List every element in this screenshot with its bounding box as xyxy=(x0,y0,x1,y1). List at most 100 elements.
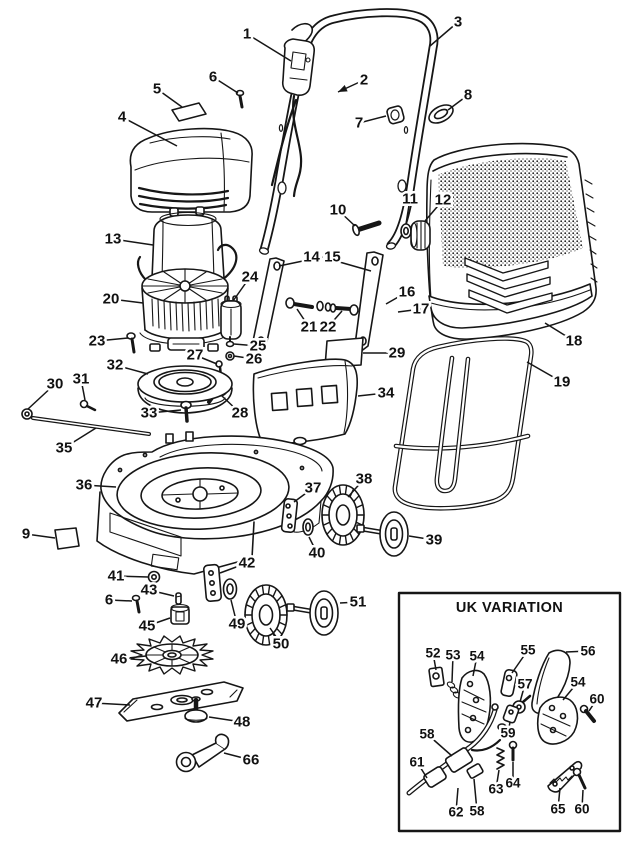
leader-line-56-55 xyxy=(565,650,589,653)
part-number-10-9: 10 xyxy=(330,202,347,219)
part-number-45-43: 45 xyxy=(139,618,156,635)
leader-line-12-11 xyxy=(424,199,444,222)
part-number-58-63: 58 xyxy=(469,804,485,819)
leader-arrow-2 xyxy=(338,85,348,92)
part-number-34-32: 34 xyxy=(378,385,395,402)
leader-line-22-20 xyxy=(327,310,343,328)
leader-line-9-8 xyxy=(25,533,56,539)
handle-assembly xyxy=(258,8,439,255)
spindle-45 xyxy=(170,603,190,625)
leader-line-25-23 xyxy=(233,343,259,347)
part-number-53-52: 53 xyxy=(445,648,461,663)
part-number-48-46: 48 xyxy=(234,714,251,731)
leader-line-59-60 xyxy=(507,721,511,734)
leader-line-40-38 xyxy=(308,536,318,554)
grommet xyxy=(428,104,454,124)
part-number-64-65: 64 xyxy=(505,776,521,791)
hub-12 xyxy=(410,220,431,251)
part-number-58-59: 58 xyxy=(419,727,435,742)
part-number-21-19: 21 xyxy=(301,319,318,336)
leader-line-32-30 xyxy=(114,364,149,375)
part-number-54-53: 54 xyxy=(469,649,485,664)
leader-line-46-44 xyxy=(118,655,147,660)
blade-carrier xyxy=(137,365,233,414)
part-number-63-64: 63 xyxy=(488,782,504,797)
part-number-51-49: 51 xyxy=(350,594,367,611)
part-number-39-37: 39 xyxy=(426,532,443,549)
part-number-11-10: 11 xyxy=(402,191,418,208)
mower-deck xyxy=(96,431,334,575)
leader-line-30-28 xyxy=(27,383,56,410)
part-number-26-24: 26 xyxy=(246,351,263,368)
part-number-12-11: 12 xyxy=(435,192,452,209)
warning-label xyxy=(171,102,207,122)
part-number-24-22: 24 xyxy=(242,269,259,286)
leader-line-57-56 xyxy=(519,683,526,703)
part-number-41-39: 41 xyxy=(108,568,125,585)
part-number-17-15: 17 xyxy=(413,301,430,318)
part-number-55-54: 55 xyxy=(520,643,536,658)
leader-line-37-35 xyxy=(293,487,314,503)
leader-line-54-53 xyxy=(472,655,478,677)
part-number-33-31: 33 xyxy=(141,405,158,422)
part-number-56-55: 56 xyxy=(580,644,596,659)
leader-line-33-31 xyxy=(148,409,182,414)
part-number-9-8: 9 xyxy=(22,526,30,543)
leader-line-63-64 xyxy=(495,769,500,790)
part-number-32-30: 32 xyxy=(107,357,124,374)
leader-line-45-43 xyxy=(146,617,171,627)
part-number-50-48: 50 xyxy=(273,636,290,653)
screw-6a xyxy=(235,89,245,109)
part-number-43-41: 43 xyxy=(141,582,158,599)
leader-line-20-18 xyxy=(110,298,144,304)
switch-cable xyxy=(292,94,303,198)
leader-line-53-52 xyxy=(451,654,454,683)
part-number-52-51: 52 xyxy=(425,646,440,661)
leader-line-19-17 xyxy=(526,361,563,383)
leader-line-14-15-13 xyxy=(278,256,323,267)
leader-line-28-26 xyxy=(221,395,241,414)
part-number-49-47: 49 xyxy=(229,616,246,633)
part-number-25-23: 25 xyxy=(250,338,267,355)
part-number-59-60: 59 xyxy=(500,726,515,741)
leader-line-58-59 xyxy=(426,733,453,757)
part-number-2-1: 2 xyxy=(360,72,368,89)
washer-30 xyxy=(21,408,33,420)
part-number-8-7: 8 xyxy=(464,87,472,104)
leader-line-23-21 xyxy=(96,337,129,342)
cooling-fan xyxy=(130,635,214,675)
leader-line-58-63 xyxy=(473,778,478,812)
washer-11 xyxy=(400,223,412,239)
leader-line-24-22 xyxy=(232,276,251,302)
leader-line-51-49 xyxy=(339,601,359,604)
motor-cover xyxy=(129,127,253,213)
leader-line-21-19 xyxy=(296,308,310,328)
part-number-35-33: 35 xyxy=(56,440,73,457)
leader-line-49-47 xyxy=(230,599,238,625)
leader-line-26-24 xyxy=(233,355,255,360)
leader-line-60-67 xyxy=(581,789,584,810)
part-number-65-66: 65 xyxy=(550,802,566,817)
rear-flap xyxy=(252,358,359,446)
leader-line-1-0 xyxy=(246,33,292,62)
part-number-20-18: 20 xyxy=(103,291,120,308)
leader-line-17-15 xyxy=(397,308,422,313)
leader-line-42-40 xyxy=(219,562,248,574)
leader-line-39-37 xyxy=(408,535,435,541)
leader-line-7-6 xyxy=(358,115,387,124)
part-number-62-62: 62 xyxy=(448,805,463,820)
part-number-42-40: 42 xyxy=(239,555,256,572)
part-number-1-0: 1 xyxy=(243,26,251,43)
part-number-6-5: 6 xyxy=(209,69,217,86)
leader-line-47-45 xyxy=(93,702,131,706)
bolt-33 xyxy=(180,400,192,423)
leader-line-34-32 xyxy=(357,392,387,397)
cutter-blade xyxy=(118,681,244,722)
part-number-54-57: 54 xyxy=(570,675,586,690)
part-number-61-61: 61 xyxy=(409,755,425,770)
part-number-18-16: 18 xyxy=(566,333,583,350)
leader-line-41-39 xyxy=(115,575,149,578)
